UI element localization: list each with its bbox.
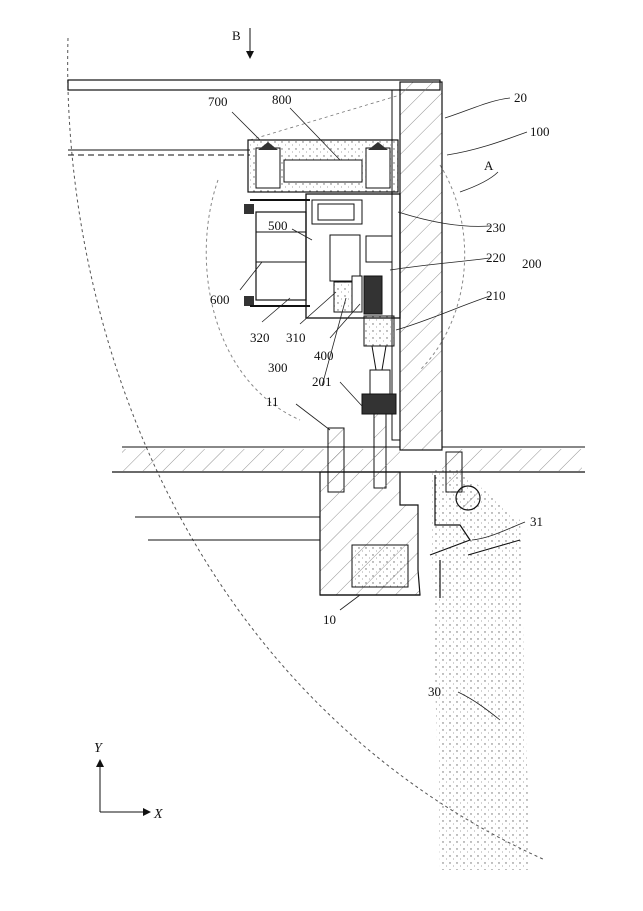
label-30: 30: [428, 684, 441, 699]
label-11: 11: [266, 394, 279, 409]
label-320: 320: [250, 330, 270, 345]
axis-x-label: X: [153, 807, 163, 822]
label-400: 400: [314, 348, 334, 363]
label-100: 100: [530, 124, 550, 139]
label-200: 200: [522, 256, 542, 271]
label-a: A: [484, 158, 494, 173]
label-500: 500: [268, 218, 288, 233]
label-230: 230: [486, 220, 506, 235]
label-220: 220: [486, 250, 506, 265]
axis-y-label: Y: [94, 741, 104, 756]
label-800: 800: [272, 92, 292, 107]
label-300: 300: [268, 360, 288, 375]
label-10: 10: [323, 612, 336, 627]
label-600: 600: [210, 292, 230, 307]
label-210: 210: [486, 288, 506, 303]
cylinder-30: [430, 470, 530, 870]
label-31: 31: [530, 514, 543, 529]
coordinate-axes: Y X: [94, 741, 163, 822]
link-assembly: [334, 276, 382, 314]
label-310: 310: [286, 330, 306, 345]
label-700: 700: [208, 94, 228, 109]
label-201: 201: [312, 374, 332, 389]
mounting-block: [248, 140, 398, 192]
base-10: [320, 472, 420, 595]
roller-600: [244, 200, 310, 306]
label-20: 20: [514, 90, 527, 105]
view-marker-b: B: [232, 28, 241, 43]
